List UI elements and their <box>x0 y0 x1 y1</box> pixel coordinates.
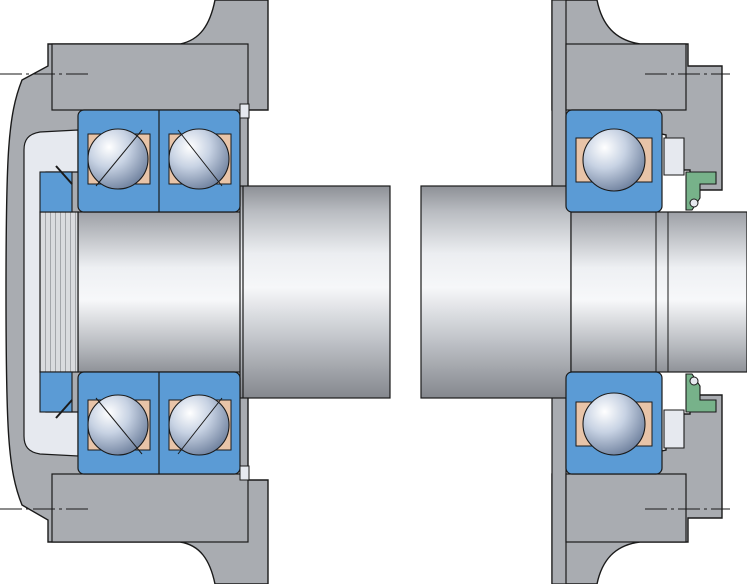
angular-contact-bearing-pair-lower <box>77 371 241 475</box>
ball <box>168 128 230 190</box>
ball <box>582 392 646 456</box>
shaft-right-journal <box>570 211 747 373</box>
shaft <box>77 185 747 399</box>
lock-washer-tab-upper <box>55 165 73 185</box>
shaft-left-journal <box>77 211 244 373</box>
angular-contact-bearing-pair-upper <box>77 109 241 213</box>
radial-shaft-seal-upper <box>685 171 717 211</box>
shaft-left-body <box>239 185 391 399</box>
deep-groove-bearing-lower <box>565 371 663 475</box>
shaft-right-body <box>420 185 572 399</box>
housing-right <box>551 0 723 584</box>
radial-shaft-seal-lower <box>685 373 717 413</box>
ball <box>582 128 646 192</box>
lock-washer-tab-lower <box>55 399 73 419</box>
ball <box>168 394 230 456</box>
housing-left-shoulder <box>239 103 250 119</box>
centre-lines <box>0 73 730 510</box>
deep-groove-bearing-upper <box>565 109 663 213</box>
locking-nut <box>39 165 79 419</box>
